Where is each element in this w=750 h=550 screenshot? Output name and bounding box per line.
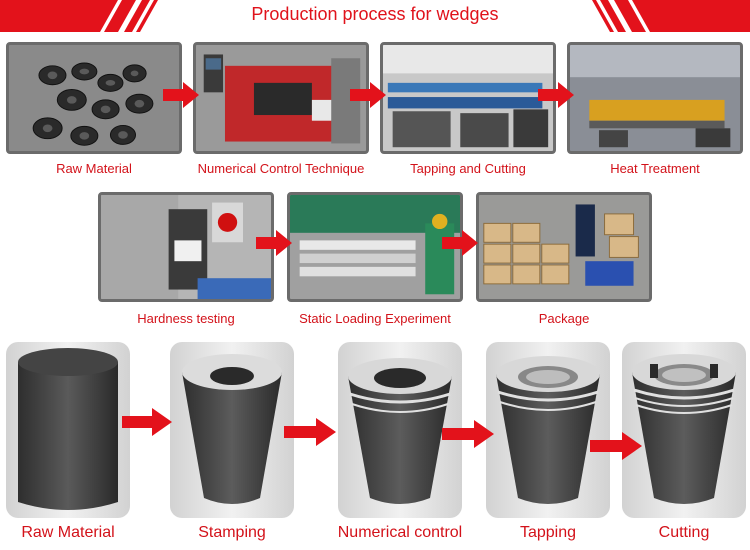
wedge-panel-numerical-control [338, 342, 462, 518]
photo-hardness-testing [98, 192, 274, 302]
page-title: Production process for wedges [251, 4, 499, 24]
wedge-panel-stamping [170, 342, 294, 518]
photo-package [476, 192, 652, 302]
arrow-right-icon [256, 230, 292, 256]
photo-heat-treatment [567, 42, 743, 154]
wedge-panel-cutting [622, 342, 746, 518]
wedge-caption-raw-material: Raw Material [21, 524, 115, 541]
caption-tapping-cutting: Tapping and Cutting [410, 161, 526, 176]
arrow-right-icon [442, 420, 494, 448]
photo-raw-material [6, 42, 182, 154]
caption-static-loading: Static Loading Experiment [299, 311, 451, 326]
caption-heat-treatment: Heat Treatment [610, 161, 700, 176]
caption-hardness-testing: Hardness testing [137, 311, 235, 326]
arrow-right-icon [442, 230, 478, 256]
wedge-caption-tapping: Tapping [519, 524, 577, 541]
arrow-right-icon [284, 418, 336, 446]
wedge-panel-tapping [486, 342, 610, 518]
caption-package: Package [538, 311, 590, 326]
arrow-right-icon [122, 408, 172, 436]
arrow-right-icon [590, 432, 642, 460]
arrow-right-icon [350, 82, 386, 108]
arrow-right-icon [538, 82, 574, 108]
photo-static-loading [287, 192, 463, 302]
photo-numerical-control [193, 42, 369, 154]
caption-raw-material: Raw Material [56, 161, 132, 176]
wedge-panel-raw-material [6, 342, 130, 518]
photo-tapping-cutting [380, 42, 556, 154]
banner-stripes [0, 0, 750, 32]
arrow-right-icon [163, 82, 199, 108]
wedge-caption-stamping: Stamping [198, 524, 266, 541]
caption-numerical-control: Numerical Control Technique [197, 161, 365, 176]
wedge-caption-cutting: Cutting [658, 524, 710, 541]
wedge-caption-numerical-control: Numerical control [337, 524, 463, 541]
